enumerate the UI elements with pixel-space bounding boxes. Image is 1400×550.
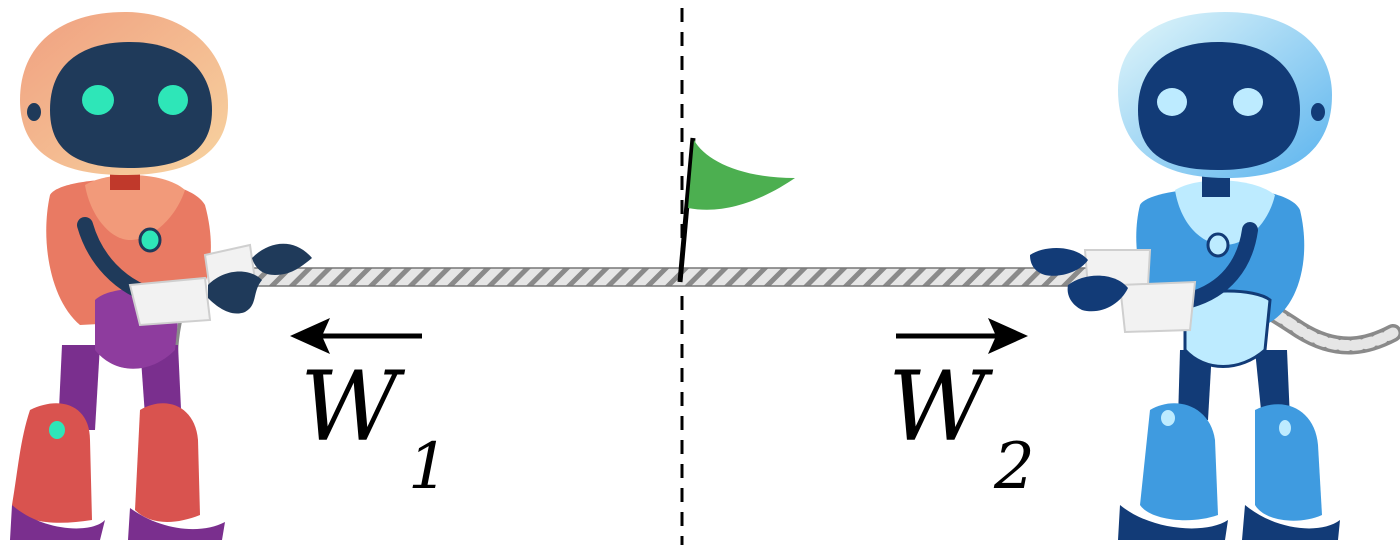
- arrow-left-icon: [290, 318, 422, 354]
- arrow-right-icon: [896, 318, 1028, 354]
- left-robot-icon: [10, 12, 312, 540]
- flag-icon: [677, 137, 795, 283]
- label-w2-main: W: [888, 351, 994, 463]
- label-w1-main: W: [300, 351, 406, 463]
- label-w1-subscript: 1: [408, 430, 449, 504]
- label-w2-subscript: 2: [993, 430, 1035, 504]
- label-w2: W 2: [888, 351, 1035, 504]
- right-robot-icon: [1030, 12, 1340, 540]
- label-w1: W 1: [300, 351, 449, 504]
